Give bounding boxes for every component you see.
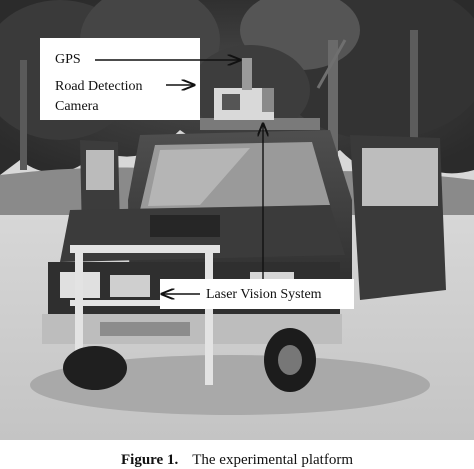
experimental-platform-photo [0,0,474,440]
caption-text: The experimental platform [192,452,353,468]
callout-box-laser: Laser Vision System [160,279,354,309]
callout-box-gps-camera: GPS Road Detection Camera [40,38,200,120]
label-camera: Camera [55,99,99,114]
figure-caption: Figure 1. The experimental platform [0,452,474,469]
label-road-detection: Road Detection [55,79,143,94]
label-gps: GPS [55,52,81,67]
caption-number: Figure 1. [121,452,179,468]
photograph [0,0,474,440]
label-laser-vision-system: Laser Vision System [206,287,322,302]
